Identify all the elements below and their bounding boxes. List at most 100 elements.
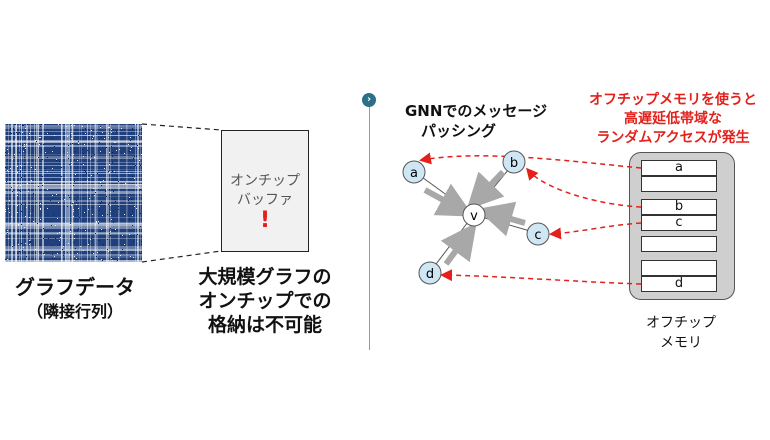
matrix-speck <box>118 209 119 210</box>
matrix-stripe-v <box>65 124 66 262</box>
matrix-speck <box>125 183 126 184</box>
matrix-speck <box>11 187 12 188</box>
matrix-speck <box>85 229 86 230</box>
matrix-speck <box>68 243 69 244</box>
matrix-speck <box>41 149 42 150</box>
matrix-speck <box>48 238 49 239</box>
matrix-stripe-h <box>5 162 142 163</box>
memory-row-c: c <box>641 215 717 231</box>
matrix-speck <box>21 204 22 205</box>
matrix-speck <box>18 224 19 225</box>
matrix-speck <box>67 136 68 137</box>
matrix-speck <box>91 130 92 131</box>
matrix-speck <box>47 133 48 134</box>
matrix-stripe-h <box>5 256 142 258</box>
matrix-speck <box>43 228 44 229</box>
matrix-speck <box>134 178 135 179</box>
matrix-speck <box>102 260 103 261</box>
matrix-stripe-v <box>94 124 95 262</box>
matrix-speck <box>106 147 107 148</box>
matrix-speck <box>87 192 88 193</box>
matrix-speck <box>19 251 20 252</box>
matrix-speck <box>47 208 48 209</box>
matrix-speck <box>11 133 12 134</box>
matrix-speck <box>27 137 28 138</box>
matrix-speck <box>115 201 116 202</box>
matrix-speck <box>79 217 80 218</box>
matrix-speck <box>88 251 89 252</box>
matrix-speck <box>133 241 134 242</box>
matrix-speck <box>73 202 74 203</box>
matrix-speck <box>23 125 24 126</box>
matrix-speck <box>42 185 43 186</box>
matrix-speck <box>38 157 39 158</box>
matrix-speck <box>38 146 39 147</box>
matrix-speck <box>70 135 71 136</box>
matrix-stripe-h <box>5 200 142 202</box>
matrix-speck <box>67 252 68 253</box>
matrix-speck <box>59 232 60 233</box>
matrix-speck <box>28 233 29 234</box>
matrix-speck <box>40 209 41 210</box>
matrix-speck <box>90 159 91 160</box>
chevron-right-icon: › <box>362 93 376 107</box>
matrix-speck <box>38 253 39 254</box>
matrix-speck <box>85 230 86 231</box>
matrix-speck <box>98 221 99 222</box>
matrix-speck <box>94 154 95 155</box>
matrix-speck <box>23 151 24 152</box>
matrix-speck <box>75 174 76 175</box>
matrix-speck <box>130 150 131 151</box>
matrix-speck <box>117 176 118 177</box>
matrix-stripe-h <box>5 260 142 262</box>
matrix-speck <box>110 211 111 212</box>
matrix-stripe-h <box>5 135 142 136</box>
matrix-speck <box>30 131 31 132</box>
matrix-speck <box>100 126 101 127</box>
matrix-speck <box>77 253 78 254</box>
matrix-speck <box>47 157 48 158</box>
red-access-arrow-c <box>549 222 642 240</box>
matrix-stripe-h <box>5 249 142 251</box>
matrix-speck <box>18 256 19 257</box>
matrix-stripe-v <box>127 124 128 262</box>
matrix-speck <box>85 171 86 172</box>
matrix-speck <box>140 213 141 214</box>
caption-line3: 格納は不可能 <box>207 314 322 336</box>
matrix-speck <box>95 224 96 225</box>
matrix-speck <box>72 233 73 234</box>
matrix-speck <box>131 214 132 215</box>
matrix-speck <box>45 168 46 169</box>
matrix-speck <box>108 133 109 134</box>
matrix-speck <box>24 157 25 158</box>
matrix-speck <box>99 142 100 143</box>
matrix-speck <box>74 256 75 257</box>
matrix-speck <box>83 164 84 165</box>
matrix-speck <box>140 165 141 166</box>
matrix-speck <box>116 150 117 151</box>
matrix-speck <box>140 253 141 254</box>
matrix-speck <box>137 241 138 242</box>
matrix-speck <box>24 146 25 147</box>
matrix-speck <box>71 164 72 165</box>
matrix-speck <box>17 212 18 213</box>
matrix-speck <box>16 132 17 133</box>
matrix-speck <box>92 214 93 215</box>
matrix-speck <box>66 260 67 261</box>
matrix-speck <box>76 258 77 259</box>
matrix-speck <box>53 214 54 215</box>
matrix-speck <box>39 137 40 138</box>
matrix-speck <box>18 225 19 226</box>
matrix-speck <box>80 246 81 247</box>
matrix-speck <box>53 179 54 180</box>
matrix-speck <box>21 177 22 178</box>
matrix-speck <box>93 136 94 137</box>
matrix-speck <box>7 159 8 160</box>
matrix-speck <box>21 166 22 167</box>
matrix-speck <box>8 171 9 172</box>
matrix-speck <box>99 240 100 241</box>
matrix-speck <box>107 214 108 215</box>
matrix-speck <box>133 257 134 258</box>
matrix-speck <box>85 128 86 129</box>
matrix-speck <box>134 206 135 207</box>
